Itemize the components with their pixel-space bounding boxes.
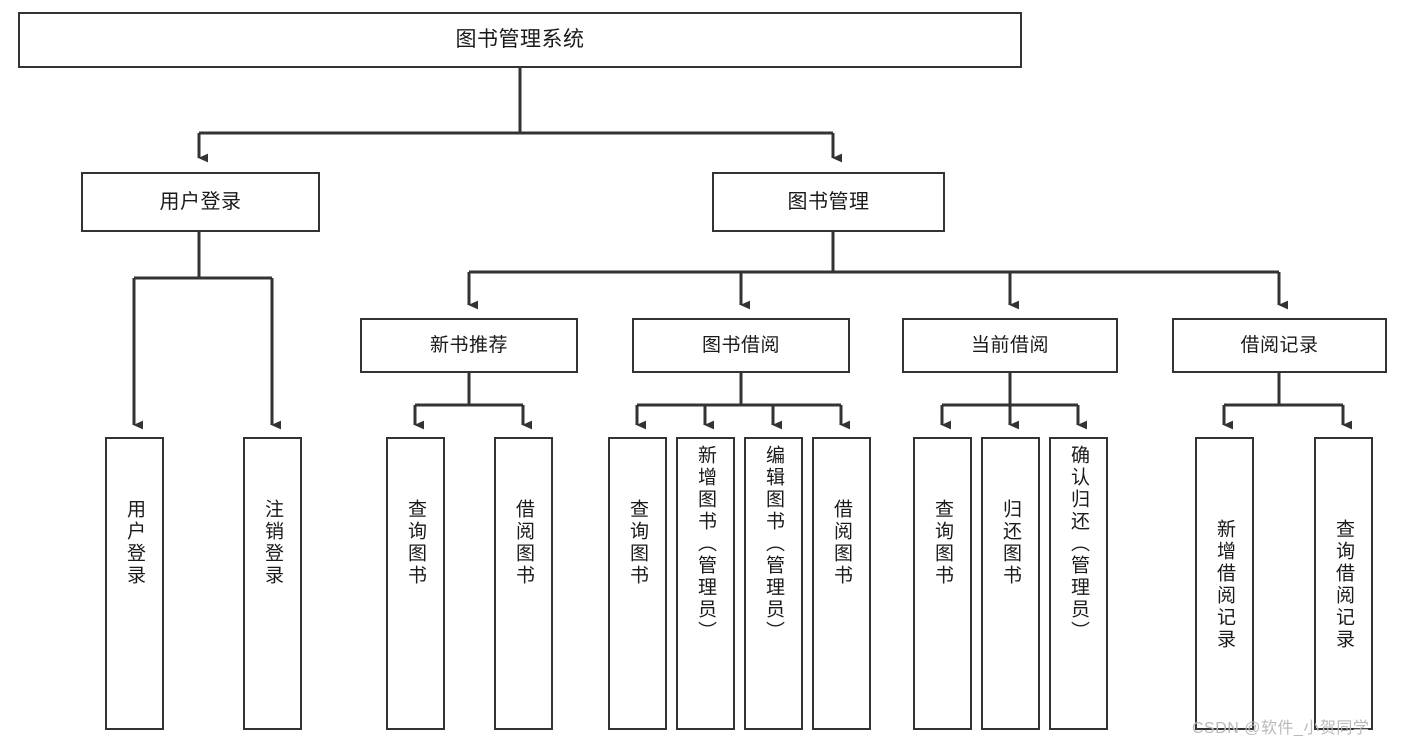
node-label: 归还图书 xyxy=(1000,499,1021,587)
node-label: 新增借阅记录 xyxy=(1214,519,1235,651)
leaf-new-book-query-books[interactable]: 查询图书 xyxy=(386,437,445,730)
leaf-current-borrow-query-books[interactable]: 查询图书 xyxy=(913,437,972,730)
node-label: 借阅图书 xyxy=(513,499,534,587)
leaf-borrow-record-add-record[interactable]: 新增借阅记录 xyxy=(1195,437,1254,730)
node-label: 图书借阅 xyxy=(701,334,780,356)
node-label: 确认归还（管理员） xyxy=(1068,445,1089,643)
node-label: 编辑图书（管理员） xyxy=(763,445,784,643)
node-new-book-recommendation[interactable]: 新书推荐 xyxy=(360,318,578,373)
node-label: 注销登录 xyxy=(262,499,283,587)
node-label: 查询图书 xyxy=(405,499,426,587)
leaf-user-login-login[interactable]: 用户登录 xyxy=(105,437,164,730)
node-book-management[interactable]: 图书管理 xyxy=(712,172,945,232)
node-label: 图书管理系统 xyxy=(455,28,585,52)
node-label: 新书推荐 xyxy=(429,334,508,356)
node-label: 查询图书 xyxy=(627,499,648,587)
node-label: 用户登录 xyxy=(124,499,145,587)
node-label: 图书管理 xyxy=(787,190,870,213)
node-label: 借阅记录 xyxy=(1240,334,1319,356)
leaf-new-book-borrow-books[interactable]: 借阅图书 xyxy=(494,437,553,730)
node-label: 用户登录 xyxy=(159,190,242,213)
node-root-book-management-system[interactable]: 图书管理系统 xyxy=(18,12,1022,68)
node-label: 新增图书（管理员） xyxy=(695,445,716,643)
leaf-borrow-record-query-record[interactable]: 查询借阅记录 xyxy=(1314,437,1373,730)
csdn-watermark: CSDN @软件_小贺同学 xyxy=(1192,720,1370,737)
leaf-current-borrow-confirm-return-admin[interactable]: 确认归还（管理员） xyxy=(1049,437,1108,730)
node-current-borrowing[interactable]: 当前借阅 xyxy=(902,318,1118,373)
node-label: 借阅图书 xyxy=(831,499,852,587)
node-label: 查询借阅记录 xyxy=(1333,519,1354,651)
leaf-book-borrow-borrow-books[interactable]: 借阅图书 xyxy=(812,437,871,730)
node-label: 当前借阅 xyxy=(970,334,1049,356)
leaf-book-borrow-query-books[interactable]: 查询图书 xyxy=(608,437,667,730)
node-user-login[interactable]: 用户登录 xyxy=(81,172,320,232)
leaf-current-borrow-return-books[interactable]: 归还图书 xyxy=(981,437,1040,730)
node-label: 查询图书 xyxy=(932,499,953,587)
leaf-book-borrow-edit-book-admin[interactable]: 编辑图书（管理员） xyxy=(744,437,803,730)
leaf-user-login-logout[interactable]: 注销登录 xyxy=(243,437,302,730)
node-borrowing-record[interactable]: 借阅记录 xyxy=(1172,318,1387,373)
leaf-book-borrow-add-book-admin[interactable]: 新增图书（管理员） xyxy=(676,437,735,730)
node-book-borrowing[interactable]: 图书借阅 xyxy=(632,318,850,373)
